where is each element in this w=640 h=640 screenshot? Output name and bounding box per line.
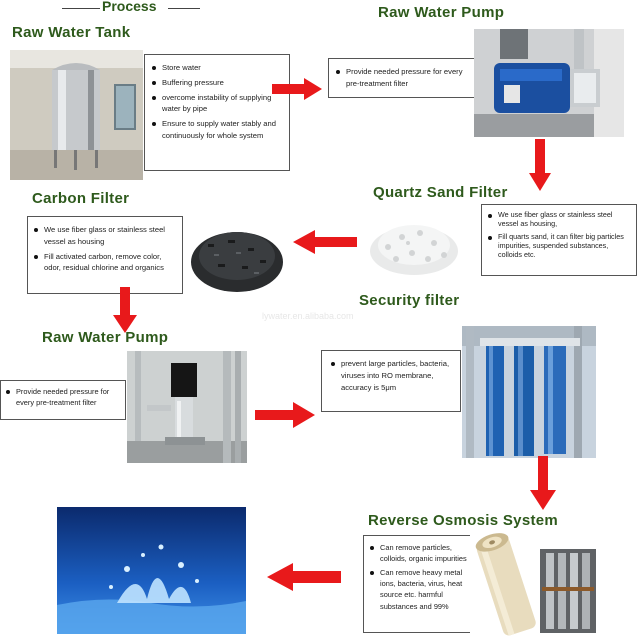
raw-tank-title: Raw Water Tank <box>12 24 131 41</box>
security-bullet: prevent large particles, bacteria, virus… <box>328 358 454 393</box>
raw-tank-bullet: Buffering pressure <box>149 77 283 89</box>
carbon-title: Carbon Filter <box>32 190 130 207</box>
raw-pump-top-bullet: Provide needed pressure for every pre-tr… <box>333 66 469 90</box>
security-title: Security filter <box>359 292 460 309</box>
quartz-bullet: We use fiber glass or stainless steel ve… <box>485 210 631 229</box>
arrow-down-icon <box>529 139 551 191</box>
header-line-right <box>168 8 200 9</box>
raw-pump-top-photo <box>474 29 624 137</box>
raw-pump-mid-photo <box>127 351 247 463</box>
arrow-right-icon <box>255 402 315 428</box>
raw-tank-bullet: Ensure to supply water stably and contin… <box>149 118 283 142</box>
carbon-photo <box>188 214 286 298</box>
quartz-title: Quartz Sand Filter <box>373 184 508 201</box>
arrow-right-icon <box>272 78 322 100</box>
watermark: lywater.en.alibaba.com <box>262 311 354 321</box>
arrow-left-icon <box>293 230 357 254</box>
ro-bullet: Can remove particles, colloids, organic … <box>367 542 476 564</box>
ro-membrane-photo <box>470 528 542 636</box>
ro-title: Reverse Osmosis System <box>368 512 559 529</box>
ro-bullet: Can remove heavy metal ions, bacteria, v… <box>367 567 476 611</box>
raw-pump-top-title: Raw Water Pump <box>378 4 505 21</box>
raw-pump-mid-info-box: Provide needed pressure for every pre-tr… <box>0 380 126 420</box>
raw-tank-bullet: Store water <box>149 62 283 74</box>
carbon-info-box: We use fiber glass or stainless steel ve… <box>27 216 183 294</box>
security-info-box: prevent large particles, bacteria, virus… <box>321 350 461 412</box>
arrow-left-icon <box>267 563 341 591</box>
quartz-photo <box>368 207 460 279</box>
raw-pump-mid-bullet: Provide needed pressure for every pre-tr… <box>3 386 120 409</box>
raw-pump-top-info-box: Provide needed pressure for every pre-tr… <box>328 58 476 98</box>
raw-pump-mid-title: Raw Water Pump <box>42 329 169 346</box>
water-splash-photo <box>57 507 246 634</box>
ro-system-photo <box>540 549 596 633</box>
raw-tank-bullet: overcome instability of supplying water … <box>149 92 283 116</box>
raw-tank-info-box: Store water Buffering pressure overcome … <box>144 54 290 171</box>
arrow-down-icon <box>530 456 556 510</box>
raw-tank-photo <box>10 50 143 180</box>
security-photo <box>462 326 596 458</box>
carbon-bullet: Fill activated carbon, remove color, odo… <box>31 251 177 275</box>
ro-info-box: Can remove particles, colloids, organic … <box>363 535 481 633</box>
page-title: Process <box>102 0 157 14</box>
header-line-left <box>62 8 100 9</box>
quartz-bullet: Fill quarts sand, it can filter big part… <box>485 232 631 260</box>
carbon-bullet: We use fiber glass or stainless steel ve… <box>31 224 177 248</box>
arrow-down-icon <box>113 287 137 333</box>
quartz-info-box: We use fiber glass or stainless steel ve… <box>481 204 637 276</box>
